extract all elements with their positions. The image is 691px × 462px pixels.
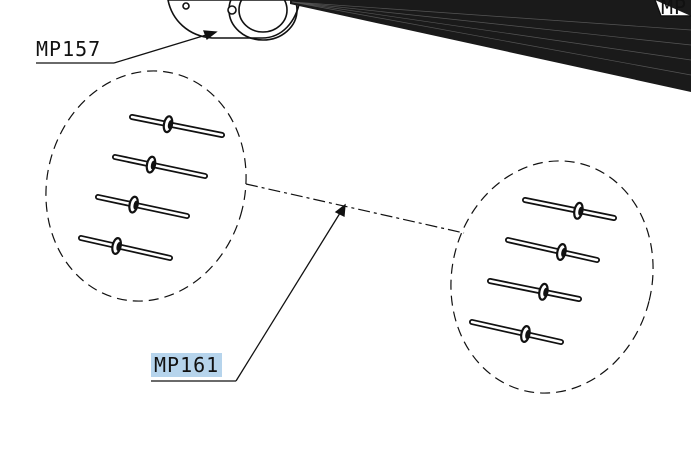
mp161-leader — [151, 203, 346, 382]
rivet-group-right — [469, 197, 617, 345]
rivet-left-2 — [112, 154, 208, 179]
partial-label-box — [654, 0, 691, 17]
rivet-left-1 — [129, 114, 225, 138]
part-label-partial: MP — [661, 0, 688, 19]
rivet-left-3 — [95, 194, 190, 219]
rivet-left-4 — [78, 235, 173, 261]
rivet-right-1 — [522, 197, 617, 221]
mp157-leader — [36, 30, 218, 64]
rivet-right-2 — [505, 237, 600, 263]
flange-part — [167, 0, 301, 41]
rivet-right-3 — [487, 278, 582, 302]
detail-connector — [245, 183, 465, 234]
threaded-shaft — [290, 0, 691, 92]
detail-ellipse-right — [450, 160, 654, 394]
rivet-right-4 — [469, 319, 564, 345]
part-label-mp157: MP157 — [36, 37, 102, 61]
part-label-mp161[interactable]: MP161 — [151, 353, 223, 377]
rivet-group-left — [78, 114, 225, 261]
detail-ellipse-left — [45, 70, 247, 302]
